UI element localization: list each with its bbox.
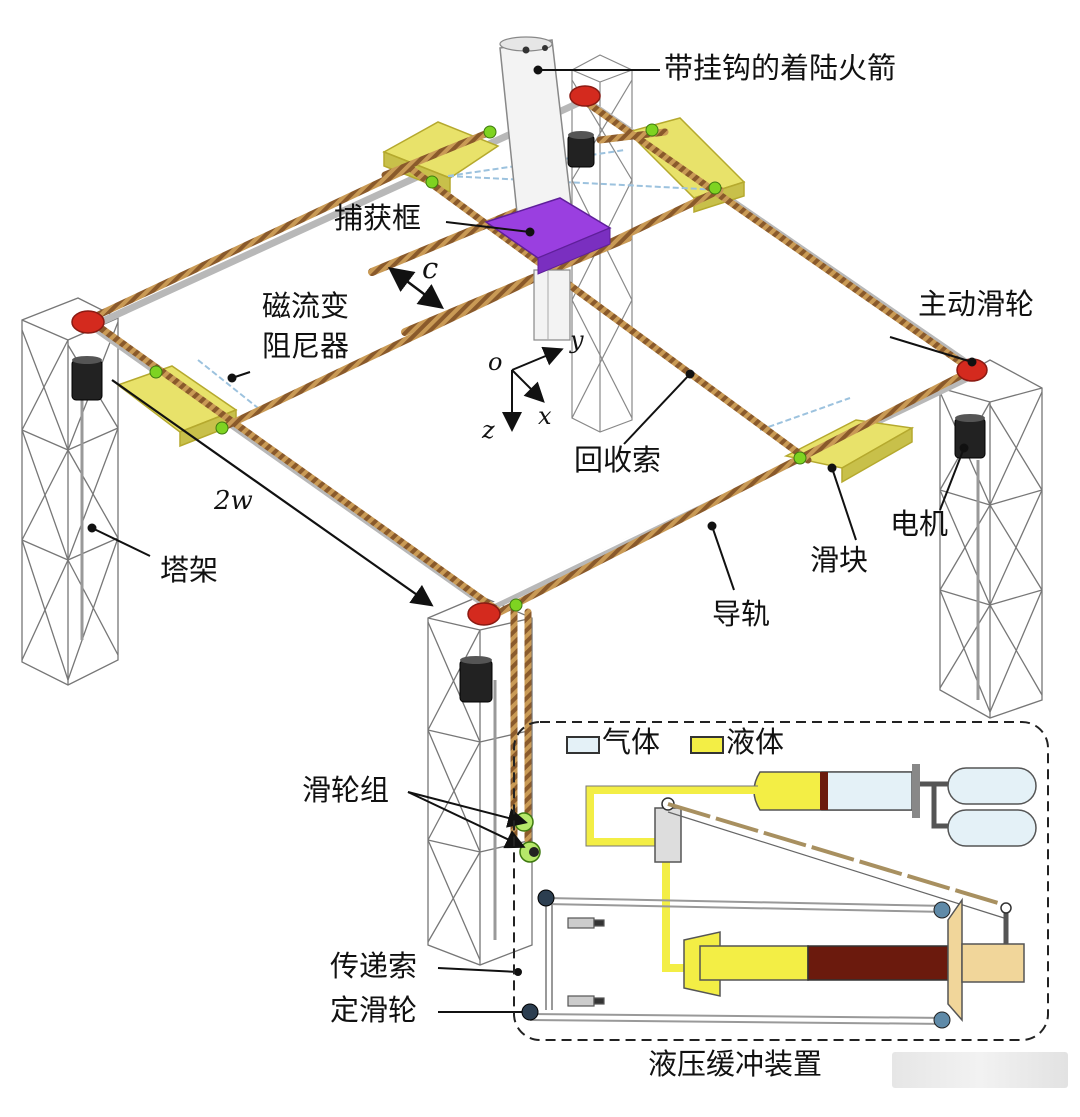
label-pulley-group: 滑轮组 — [302, 773, 390, 807]
label-tower: 塔架 — [160, 553, 219, 587]
legend-gas-swatch — [566, 736, 600, 754]
axis-z: z — [482, 416, 495, 444]
capture-frame-shape — [484, 197, 612, 275]
label-motor: 电机 — [890, 507, 949, 541]
label-guide-rail: 导轨 — [712, 597, 771, 631]
upper-cylinder — [753, 764, 920, 818]
tower-left — [21, 297, 119, 686]
label-mr-damper-line1: 磁流变 — [262, 289, 350, 323]
label-capture-frame: 捕获框 — [334, 201, 422, 235]
leader-lines — [87, 65, 977, 1013]
gas-tanks — [918, 767, 1037, 847]
label-dimension-c: c — [422, 251, 439, 285]
axis-x: x — [538, 402, 552, 430]
label-slider: 滑块 — [810, 543, 869, 577]
dimension-2w-arrow — [111, 379, 434, 607]
watermark-blur — [892, 1052, 1068, 1088]
label-hydraulic-buffer: 液压缓冲装置 — [648, 1047, 823, 1081]
legend-gas-label: 气体 — [602, 725, 661, 759]
label-fixed-pulley: 定滑轮 — [330, 993, 418, 1027]
hydraulic-buffer-box — [513, 721, 1049, 1041]
label-dimension-2w: 2w — [214, 486, 253, 516]
tower-right — [939, 359, 1043, 719]
transmission-cable-lines — [529, 897, 949, 1025]
lower-cylinder — [683, 897, 1025, 1022]
fixed-pulleys — [521, 889, 951, 1029]
label-rocket: 带挂钩的着陆火箭 — [664, 51, 897, 85]
legend-liquid-label: 液体 — [726, 725, 785, 759]
rocket — [499, 36, 575, 341]
label-recovery-cable: 回收索 — [574, 443, 662, 477]
axis-origin: o — [488, 348, 503, 376]
label-transmission-cable: 传递索 — [330, 949, 418, 983]
recovery-cables — [88, 94, 976, 844]
legend-liquid-swatch — [690, 736, 724, 754]
coordinate-axes — [502, 346, 564, 432]
axis-y: y — [570, 326, 584, 354]
valve-linkage — [654, 797, 1009, 919]
label-mr-damper-line2: 阻尼器 — [262, 329, 350, 363]
tower-front — [427, 595, 533, 966]
label-active-pulley: 主动滑轮 — [918, 287, 1035, 321]
dimension-c-arrow — [388, 267, 444, 309]
